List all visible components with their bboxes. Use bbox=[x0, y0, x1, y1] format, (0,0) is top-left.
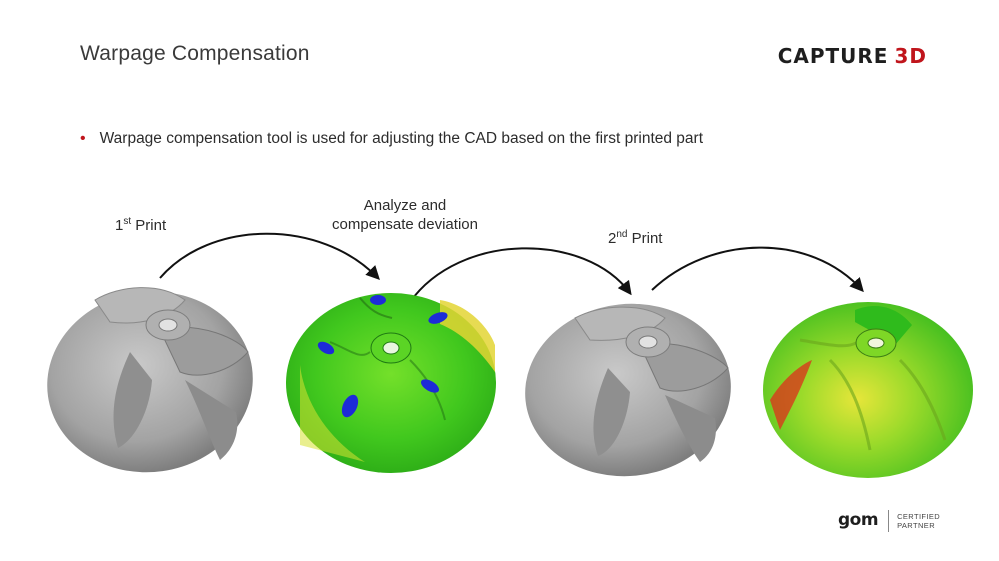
capture-3d-logo: CAPTURE 3D bbox=[778, 44, 927, 68]
arrow-3 bbox=[651, 246, 864, 293]
bullet-point: • Warpage compensation tool is used for … bbox=[80, 130, 703, 148]
gray-printed-impeller-icon bbox=[525, 303, 731, 477]
slide-title: Warpage Compensation bbox=[80, 42, 310, 65]
gom-logo-text: gom bbox=[838, 510, 890, 532]
arrow-1 bbox=[159, 232, 380, 281]
bullet-text: Warpage compensation tool is used for ad… bbox=[99, 130, 704, 147]
brand-text-capture: CAPTURE bbox=[777, 44, 889, 68]
gom-certified-partner-logo: gom CERTIFIED PARTNER bbox=[838, 510, 940, 532]
brand-text-3d: 3D bbox=[894, 44, 927, 68]
bullet-dot-icon: • bbox=[80, 130, 86, 147]
certified-partner-text: CERTIFIED PARTNER bbox=[897, 512, 941, 530]
arrow-2 bbox=[409, 247, 632, 303]
deviation-colormap-impeller-icon bbox=[763, 302, 973, 478]
step-label-analyze: Analyze and compensate deviation bbox=[332, 197, 478, 233]
step-label-second-print: 2nd Print bbox=[608, 229, 663, 248]
deviation-colormap-impeller-icon bbox=[286, 293, 496, 473]
step-label-first-print: 1st Print bbox=[115, 216, 167, 235]
gray-printed-impeller-icon bbox=[47, 287, 253, 473]
